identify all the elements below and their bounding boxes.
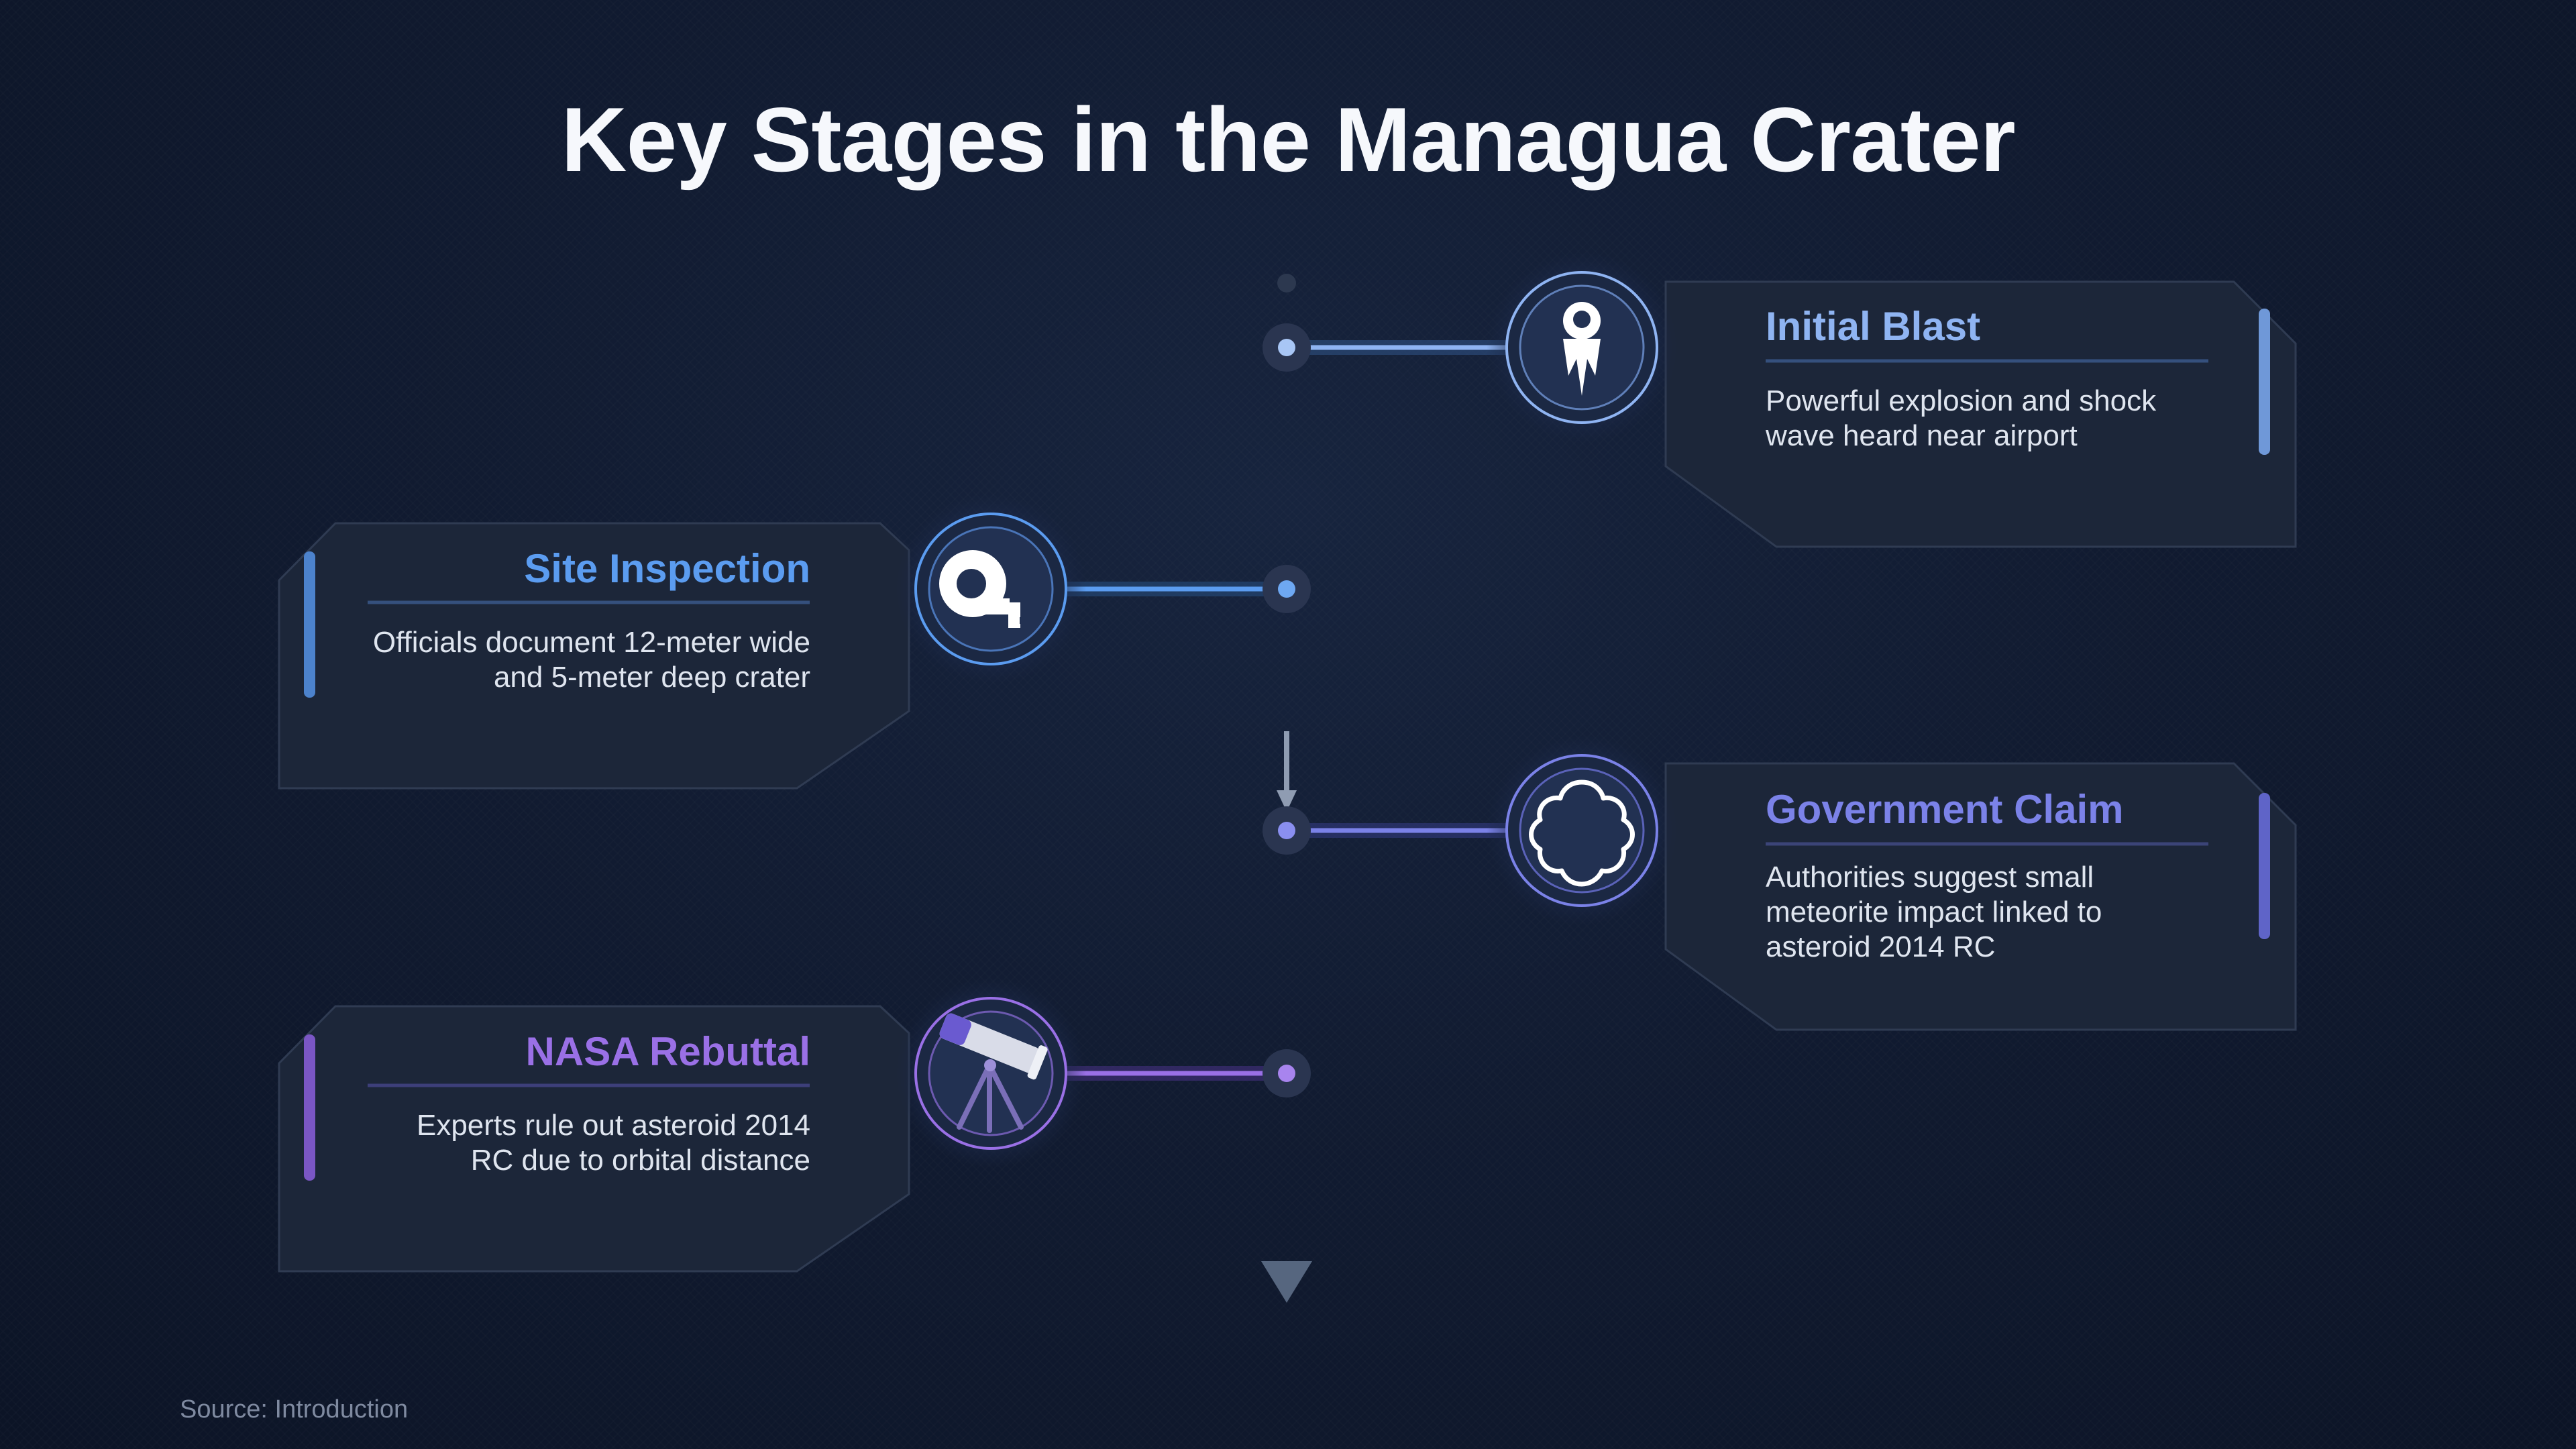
spine-mid-arrowhead bbox=[1277, 790, 1297, 812]
stage-site-inspection bbox=[278, 494, 1311, 790]
card-nasa-rebuttal bbox=[278, 1005, 910, 1273]
stage-description: Experts rule out asteroid 2014 RC due to… bbox=[416, 1109, 810, 1177]
source-note: Source: Introduction bbox=[180, 1395, 409, 1424]
stage-government-claim bbox=[1263, 735, 2297, 1031]
icon-ring-inner bbox=[1519, 767, 1645, 894]
card-accent-bar bbox=[304, 551, 315, 698]
stage-description: Authorities suggest small meteorite impa… bbox=[1766, 861, 2102, 963]
stage-title: Site Inspection bbox=[524, 546, 810, 591]
page-title: Key Stages in the Managua Crater bbox=[561, 89, 2015, 191]
card-government-claim bbox=[1664, 762, 2297, 1031]
telescope-icon bbox=[939, 1013, 1048, 1133]
card-site-inspection bbox=[278, 522, 910, 790]
spine-end-arrowhead bbox=[1261, 1261, 1312, 1303]
card-accent-bar bbox=[2259, 309, 2270, 455]
stage-initial-blast bbox=[1263, 252, 2297, 548]
timeline-node-dot bbox=[1278, 822, 1295, 839]
timeline-node-dot bbox=[1278, 339, 1295, 356]
card-initial-blast bbox=[1664, 280, 2297, 548]
card-accent-bar bbox=[2259, 793, 2270, 939]
timeline-node-dot bbox=[1278, 580, 1295, 598]
stage-title: NASA Rebuttal bbox=[525, 1029, 810, 1074]
stage-description: Powerful explosion and shock wave heard … bbox=[1766, 384, 2157, 452]
card-accent-bar bbox=[304, 1034, 315, 1181]
stage-nasa-rebuttal bbox=[278, 978, 1311, 1273]
tape-measure-icon bbox=[939, 550, 1026, 628]
timeline-node-dot bbox=[1278, 1065, 1295, 1082]
stage-description: Officials document 12-meter wide and 5-m… bbox=[372, 626, 810, 694]
cloud-icon bbox=[1529, 780, 1635, 887]
blast-icon bbox=[1563, 302, 1601, 396]
stage-title: Government Claim bbox=[1766, 787, 2124, 832]
stage-title: Initial Blast bbox=[1766, 304, 1981, 349]
